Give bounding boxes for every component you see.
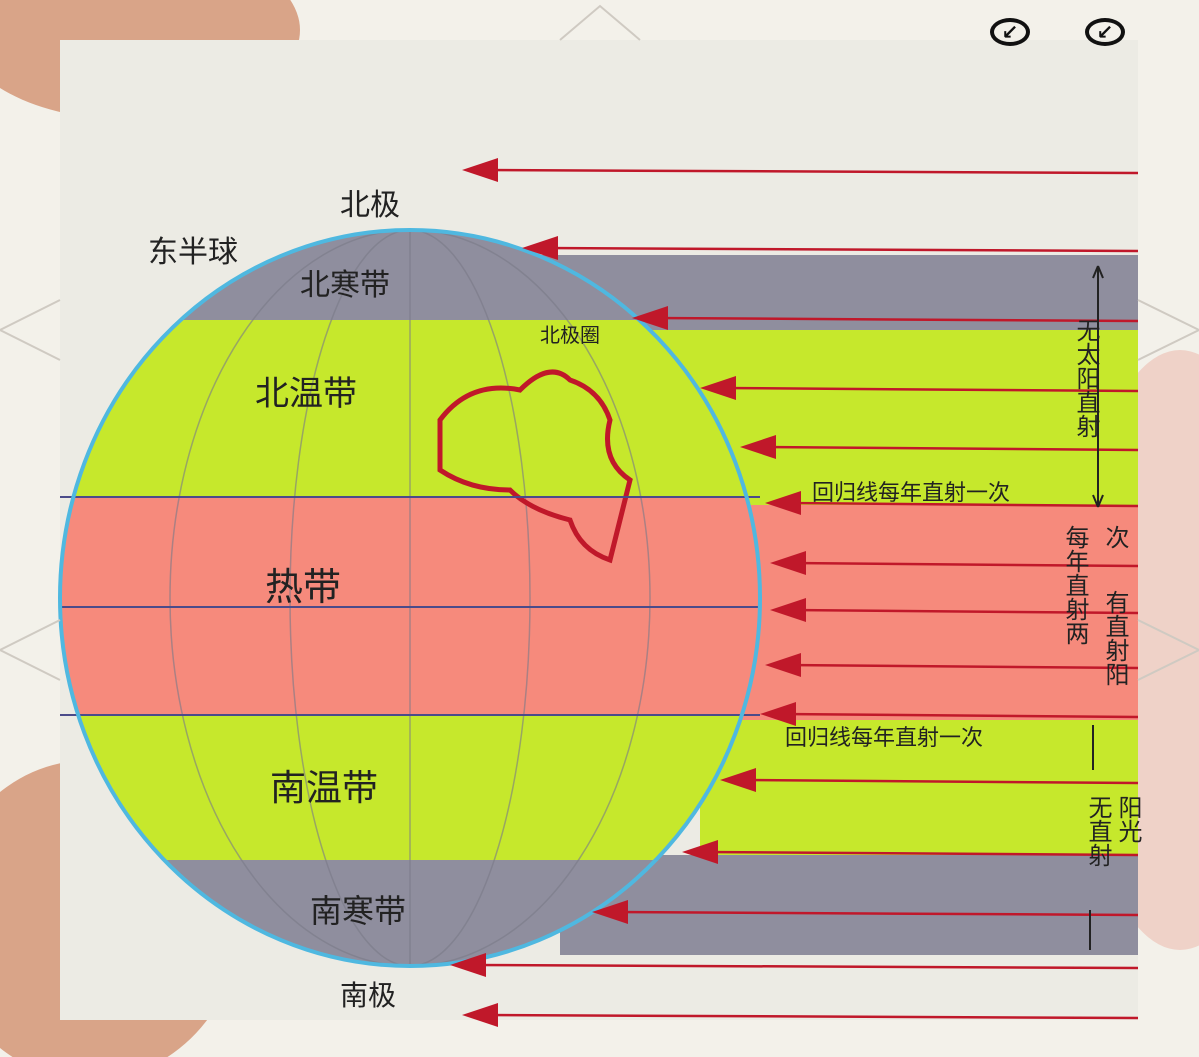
label-north-pole: 北极 bbox=[340, 188, 400, 223]
sun-rays bbox=[450, 158, 1139, 1027]
label-tropic-south-note: 回归线每年直射一次 bbox=[785, 726, 983, 751]
sun-ray-line bbox=[481, 168, 1139, 175]
label-south-temperate: 南温带 bbox=[270, 768, 378, 809]
right-bands bbox=[540, 255, 1138, 955]
label-south-frigid: 南寒带 bbox=[310, 892, 406, 930]
decor-lines bbox=[0, 4, 1199, 681]
sun-ray-arrowhead bbox=[770, 598, 806, 622]
label-tropic-north-note: 回归线每年直射一次 bbox=[812, 481, 1010, 506]
sun-ray-line bbox=[789, 561, 1139, 568]
sun-ray-arrowhead bbox=[720, 768, 756, 792]
sun-ray-line bbox=[701, 850, 1139, 857]
sun-ray-arrowhead bbox=[450, 953, 486, 977]
label-no-direct-sun-top: 无太阳直射 bbox=[1072, 318, 1100, 438]
sun-ray-line bbox=[651, 316, 1139, 323]
sun-ray-arrowhead bbox=[462, 1003, 498, 1027]
range-markers bbox=[1089, 265, 1104, 950]
arrow-down-left-circle-icon[interactable]: ↙ bbox=[990, 18, 1030, 46]
label-has-direct-sun: 有直射阳 bbox=[1101, 590, 1129, 686]
sun-ray-arrowhead bbox=[765, 653, 801, 677]
sun-ray-line bbox=[719, 386, 1139, 393]
sun-ray-line bbox=[784, 501, 1139, 508]
sun-ray-arrowhead bbox=[462, 158, 498, 182]
arrow-down-left-circle-icon[interactable]: ↙ bbox=[1085, 18, 1125, 46]
sun-ray-arrowhead bbox=[770, 551, 806, 575]
label-tropical: 热带 bbox=[265, 565, 341, 609]
label-north-frigid: 北寒带 bbox=[300, 268, 390, 303]
label-north-temperate: 北温带 bbox=[255, 374, 357, 414]
sun-ray-line bbox=[784, 663, 1139, 670]
sun-ray-arrowhead bbox=[522, 236, 558, 260]
label-no-direct-bottom: 无直射 bbox=[1084, 795, 1112, 867]
sun-ray-arrowhead bbox=[682, 840, 718, 864]
sun-ray-line bbox=[481, 1013, 1139, 1020]
sun-ray-line bbox=[759, 445, 1139, 452]
sun-ray-arrowhead bbox=[740, 435, 776, 459]
label-twice-a-year: 每年直射两 bbox=[1061, 525, 1089, 645]
label-arctic-circle: 北极圈 bbox=[540, 323, 600, 347]
sun-ray-line bbox=[541, 246, 1139, 253]
sun-ray-line bbox=[469, 963, 1139, 970]
sun-ray-line bbox=[739, 778, 1139, 785]
sun-ray-line bbox=[779, 712, 1139, 719]
sun-ray-line bbox=[611, 910, 1139, 917]
sun-ray-line bbox=[789, 608, 1139, 615]
sun-ray-arrowhead bbox=[592, 900, 628, 924]
sun-ray-arrowhead bbox=[700, 376, 736, 400]
label-hemisphere: 东半球 bbox=[148, 235, 238, 270]
sun-ray-arrowhead bbox=[760, 702, 796, 726]
sun-ray-arrowhead bbox=[632, 306, 668, 330]
globe-outline bbox=[58, 228, 762, 968]
sun-ray-arrowhead bbox=[765, 491, 801, 515]
label-twice-a-year-end: 次 bbox=[1101, 525, 1129, 549]
label-south-pole: 南极 bbox=[340, 979, 396, 1012]
label-sunlight: 阳光 bbox=[1114, 795, 1142, 843]
